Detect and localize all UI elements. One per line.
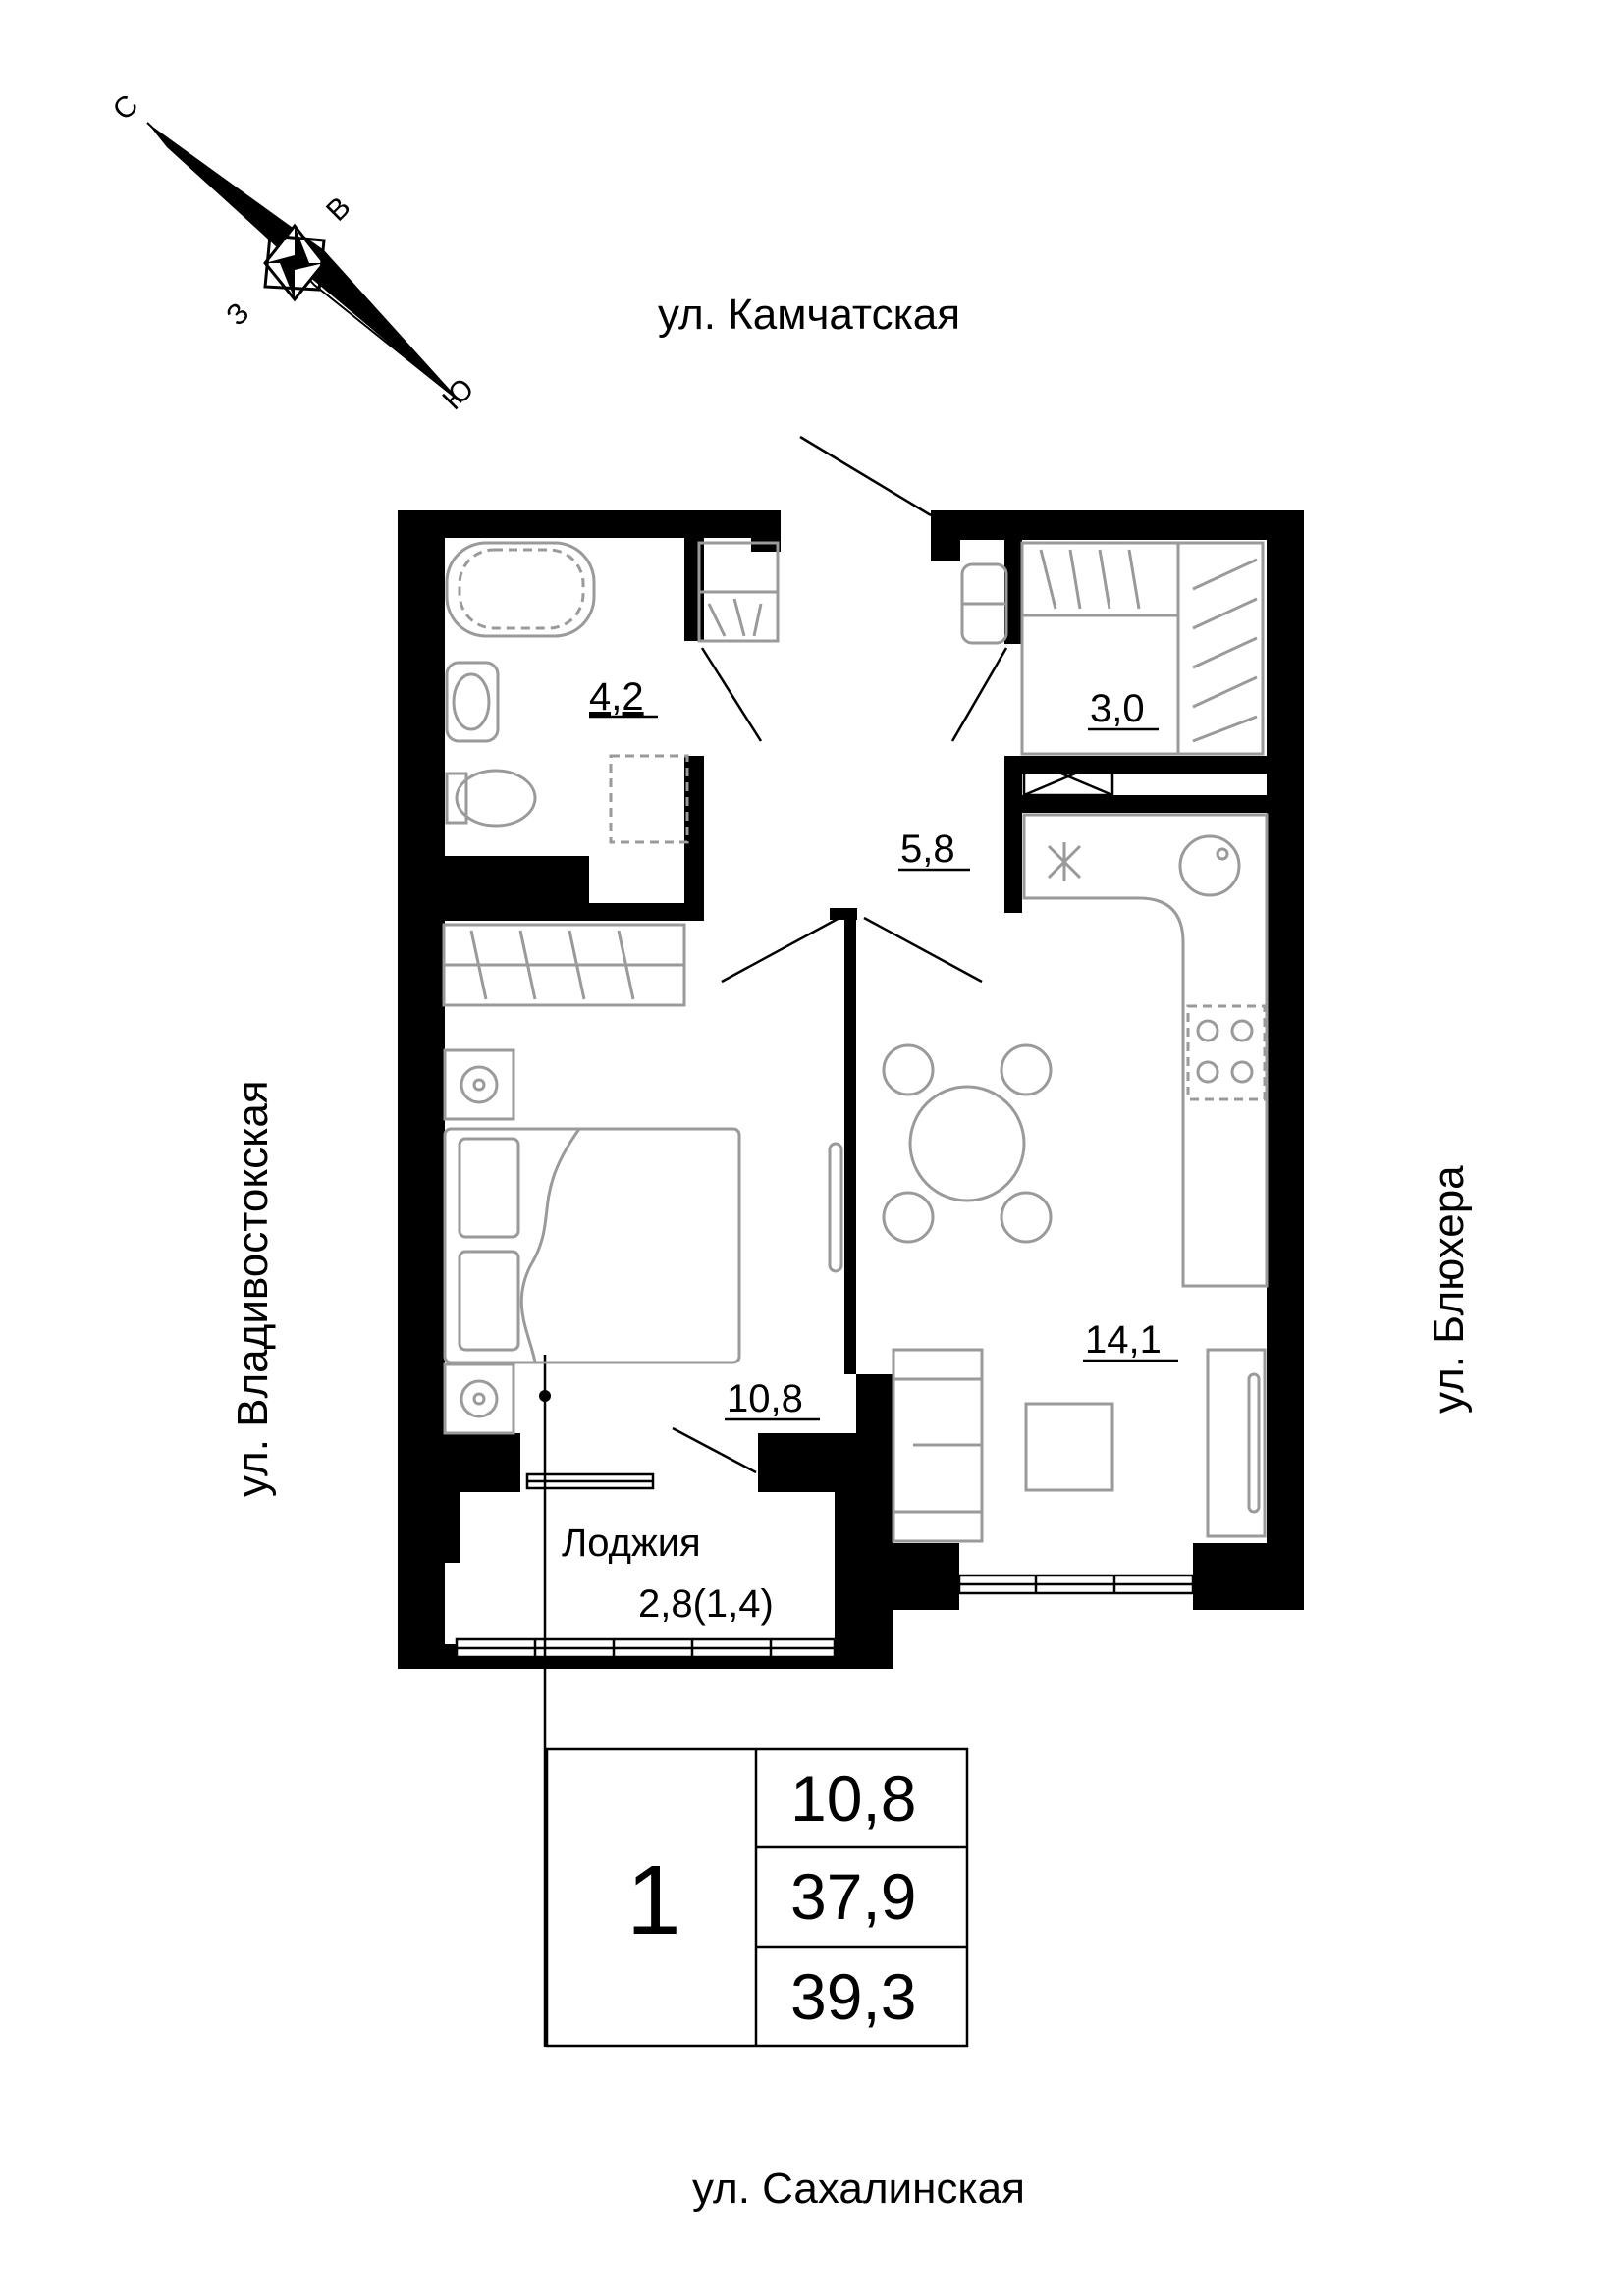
kitchen-living-area: 14,1 xyxy=(1085,1318,1162,1362)
street-bottom: ул. Сахалинская xyxy=(692,2164,1025,2213)
dining-table-icon xyxy=(882,1043,1053,1244)
bedroom-area: 10,8 xyxy=(727,1377,803,1420)
street-left: ул. Владивостокская xyxy=(229,1080,277,1497)
hall-cabinet-icon xyxy=(960,562,1008,645)
street-right: ул. Блюхера xyxy=(1425,1165,1473,1414)
loggia-window xyxy=(455,1637,837,1659)
fridge-icon xyxy=(1047,842,1082,881)
sofa-icon xyxy=(892,1348,984,1543)
loggia-area: 2,8(1,4) xyxy=(638,1582,774,1626)
cooktop-icon xyxy=(1186,1004,1267,1101)
nightstand-bottom-icon xyxy=(443,1362,515,1435)
compass-west-label: З xyxy=(220,296,255,332)
wardrobe-icon xyxy=(1020,541,1265,756)
bath-shelf-icon xyxy=(697,541,780,643)
walls xyxy=(398,510,1304,1669)
bathroom-area: 4,2 xyxy=(589,675,644,719)
coffee-table-icon xyxy=(1024,1402,1114,1492)
nightstand-top-icon xyxy=(443,1048,515,1121)
living-area-value: 10,8 xyxy=(790,1762,916,1835)
rooms-count: 1 xyxy=(626,1845,681,1955)
bathtub-icon xyxy=(445,541,596,638)
storage-area: 3,0 xyxy=(1090,687,1145,730)
door-swings xyxy=(543,435,1008,2047)
tv-unit-icon xyxy=(1206,1348,1267,1538)
kitchen-window xyxy=(957,1574,1195,1595)
bedroom-wardrobe-icon xyxy=(442,923,686,1007)
sink-icon xyxy=(445,661,500,743)
compass-north-label: С xyxy=(107,88,145,127)
total-area-value: 37,9 xyxy=(790,1860,916,1933)
kitchen-counter-icon xyxy=(1022,813,1269,1288)
bed-icon xyxy=(443,1127,741,1364)
loggia-label: Лоджия xyxy=(562,1522,701,1565)
kitchen-sink-icon xyxy=(1178,834,1241,897)
compass-rose-icon xyxy=(146,122,462,403)
washing-machine-icon xyxy=(609,754,689,844)
street-top: ул. Камчатская xyxy=(658,291,960,339)
summary-table xyxy=(545,1747,969,2048)
total-with-loggia-value: 39,3 xyxy=(790,1960,916,2033)
toilet-icon xyxy=(445,769,537,828)
hall-area: 5,8 xyxy=(900,828,955,871)
ventilation-shaft-icon xyxy=(1022,756,1114,797)
compass-south-label: Ю xyxy=(436,372,480,416)
bedroom-window xyxy=(525,1472,655,1490)
compass-east-label: В xyxy=(320,190,356,227)
loggia-marker xyxy=(539,1390,551,1402)
mirror-icon xyxy=(828,1142,843,1273)
